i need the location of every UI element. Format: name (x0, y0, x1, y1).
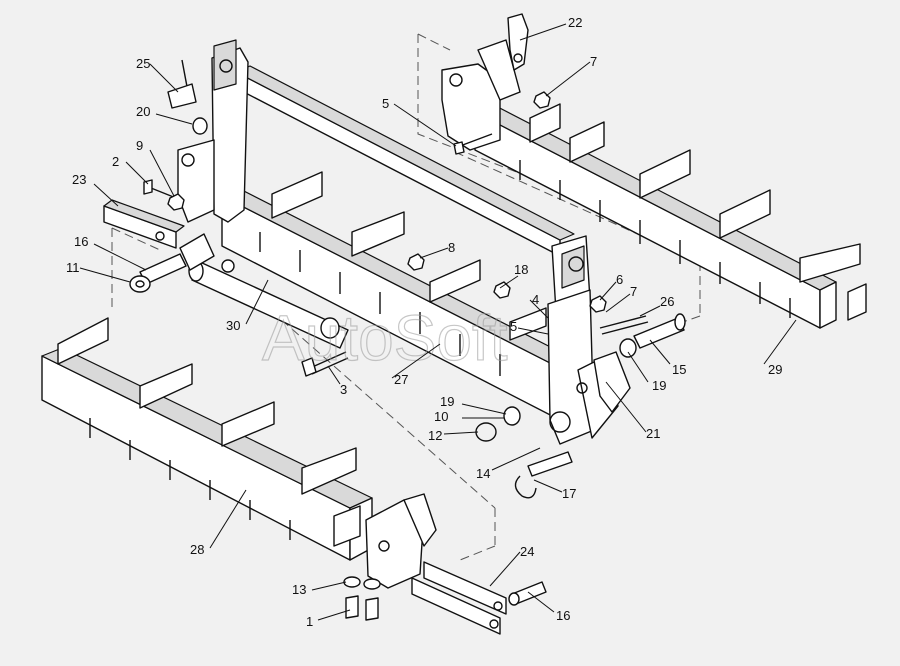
part-30-hydraulic-cylinder (179, 233, 349, 349)
watermark: AutoSoft (262, 302, 508, 374)
callout-26: 26 (660, 294, 674, 309)
callout-29: 29 (768, 362, 782, 377)
callout-leaders (79, 23, 797, 621)
callout-30: 30 (226, 318, 240, 333)
callout-23: 23 (72, 172, 86, 187)
callout-10: 10 (434, 409, 448, 424)
part-27-main-frame (177, 39, 619, 445)
part-19-10-12-rings (475, 338, 637, 442)
callout-20: 20 (136, 104, 150, 119)
callout-28: 28 (190, 542, 204, 557)
part-20-bushing (192, 117, 208, 135)
callout-12: 12 (428, 428, 442, 443)
callout-22: 22 (568, 15, 582, 30)
part-28-front-tine-beam (41, 317, 437, 589)
part-22-hook-bracket (507, 13, 529, 71)
callout-17: 17 (562, 486, 576, 501)
callout-labels: 25 20 9 2 23 16 11 30 3 27 28 13 1 24 16… (66, 15, 782, 629)
callout-11: 11 (66, 260, 80, 275)
callout-5b: 5 (510, 319, 517, 334)
callout-19b: 19 (440, 394, 454, 409)
part-3-bolt (301, 351, 349, 377)
callout-27: 27 (394, 372, 408, 387)
callout-13: 13 (292, 582, 306, 597)
part-11-washer (129, 275, 151, 293)
callout-7: 7 (590, 54, 597, 69)
part-26-lock-pin (599, 315, 649, 335)
callout-9: 9 (136, 138, 143, 153)
callout-15: 15 (672, 362, 686, 377)
part-1-bolts (345, 595, 379, 621)
callout-25: 25 (136, 56, 150, 71)
part-17-clip-pin (514, 451, 573, 499)
callout-6: 6 (616, 272, 623, 287)
callout-18: 18 (514, 262, 528, 277)
callout-24: 24 (520, 544, 534, 559)
callout-16b: 16 (556, 608, 570, 623)
assembly-guide-lines (111, 33, 701, 561)
part-25-lever (167, 59, 197, 109)
part-24-link-bar (411, 561, 507, 635)
part-9-nut (167, 193, 185, 211)
callout-19: 19 (652, 378, 666, 393)
part-29-rear-tine-beam (441, 39, 867, 329)
callout-4: 4 (532, 292, 539, 307)
callout-1: 1 (306, 614, 313, 629)
part-15-pin (633, 313, 686, 349)
callout-8: 8 (448, 240, 455, 255)
callout-14: 14 (476, 466, 490, 481)
part-23-link-bar (103, 199, 185, 249)
callout-16: 16 (74, 234, 88, 249)
callout-5: 5 (382, 96, 389, 111)
callout-7b: 7 (630, 284, 637, 299)
part-2-bolt (143, 179, 177, 199)
callout-3: 3 (340, 382, 347, 397)
callout-2: 2 (112, 154, 119, 169)
part-13-washers (343, 576, 381, 590)
callout-21: 21 (646, 426, 660, 441)
